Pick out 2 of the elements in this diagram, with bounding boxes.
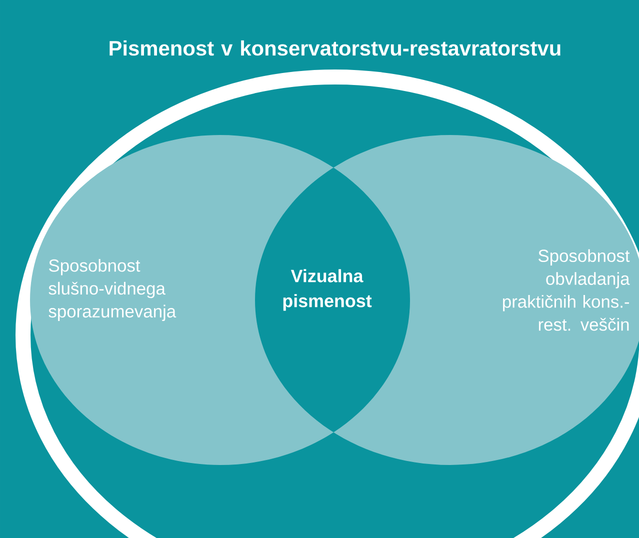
node-label: Pismenost v konservatorstvu-restavratorstvu [110, 40, 560, 56]
overlap-lens: Vizualna pismenost [255, 135, 410, 465]
